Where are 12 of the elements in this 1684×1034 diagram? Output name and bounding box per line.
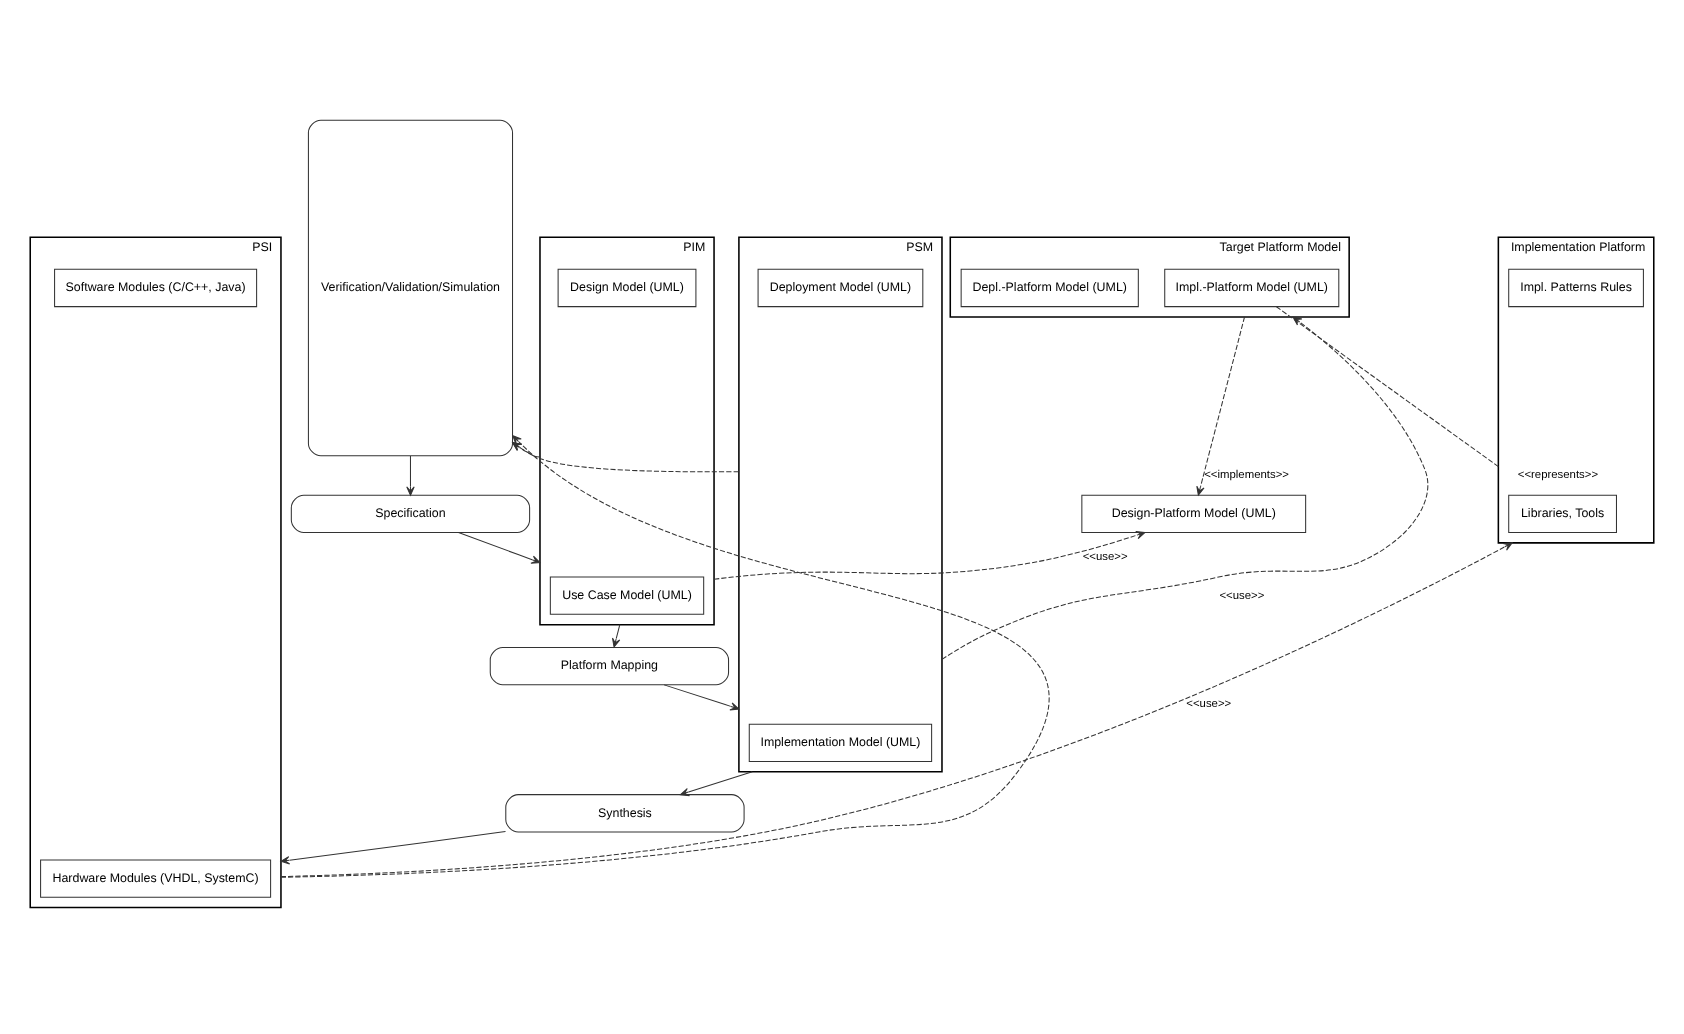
arrow [1196, 315, 1246, 495]
arrow [406, 454, 415, 495]
arrow [663, 683, 740, 710]
arrow [280, 829, 507, 864]
arrow [458, 531, 541, 563]
arrow [612, 623, 621, 647]
arrow [679, 770, 753, 796]
arrow [280, 541, 1513, 877]
arrow [713, 530, 1146, 579]
arrow [280, 434, 1049, 877]
connector [1275, 305, 1499, 467]
arrow [941, 315, 1429, 659]
